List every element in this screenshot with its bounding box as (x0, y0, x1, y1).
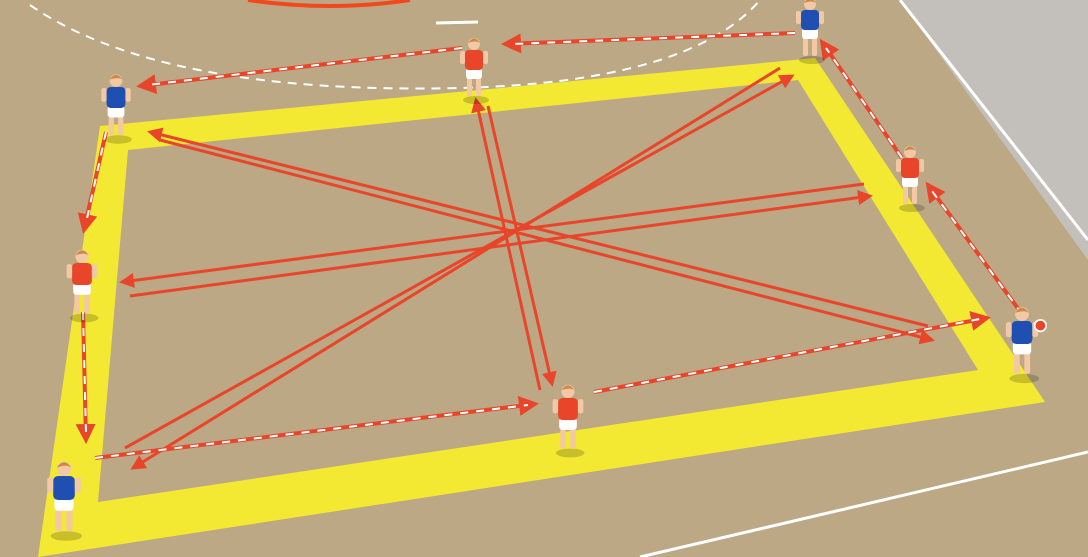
short-court-mark (436, 22, 478, 23)
ball-icon (1035, 320, 1047, 332)
